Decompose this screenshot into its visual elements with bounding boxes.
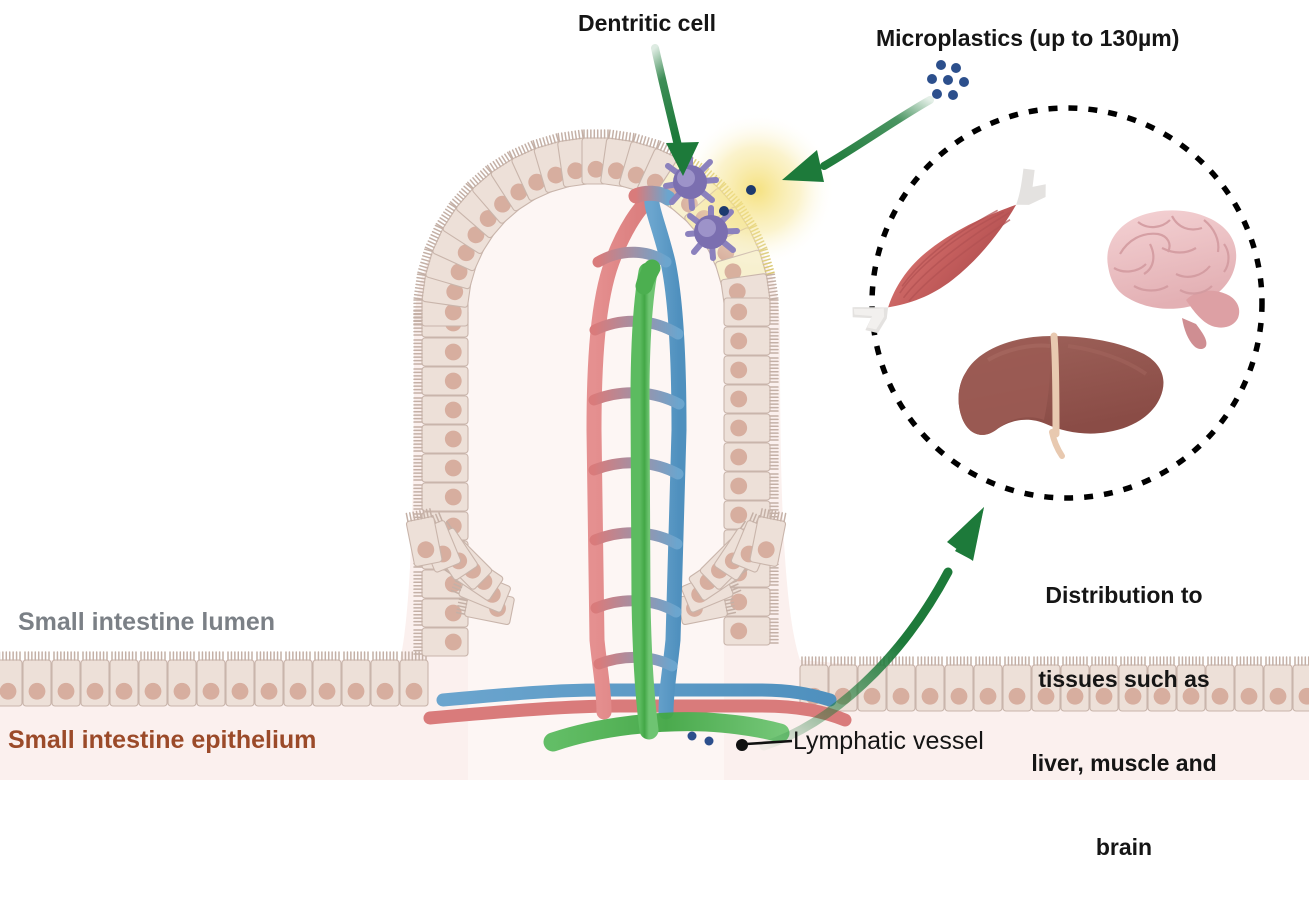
illustration-layer	[0, 44, 1309, 780]
epithelial-cell	[1089, 656, 1119, 712]
epithelial-cell	[424, 224, 485, 272]
epithelial-cell	[0, 651, 23, 707]
lacteal-lymphatic-vessel	[543, 259, 790, 752]
label-distribution-to-tissues: Distribution to tissues such as liver, m…	[1013, 525, 1235, 917]
arrow-up-curved-icon	[759, 507, 984, 751]
label-small-intestine-lumen: Small intestine lumen	[18, 608, 276, 636]
distribution-line-2: tissues such as	[1038, 666, 1210, 692]
epithelial-cell	[723, 326, 779, 356]
epithelial-cell	[1292, 656, 1309, 712]
epithelial-cell	[1060, 656, 1090, 712]
epithelial-cell	[723, 471, 779, 501]
epithelial-cell	[749, 508, 787, 567]
epithelial-cell	[1031, 656, 1061, 712]
epithelial-cell	[80, 651, 110, 707]
organ-muscle-icon	[852, 168, 1046, 334]
arrow-left-icon	[782, 96, 934, 182]
epithelial-cell	[22, 651, 52, 707]
microplastics-in-lymph	[687, 731, 714, 746]
epithelial-cell	[886, 656, 916, 712]
organ-liver-icon	[958, 332, 1164, 459]
epithelial-cell	[109, 651, 139, 707]
distribution-line-1: Distribution to	[1045, 582, 1203, 608]
microplastics-cluster-icon	[927, 60, 969, 100]
epithelial-cell	[413, 297, 469, 327]
epithelial-cell	[51, 651, 81, 707]
label-lymphatic-vessel: Lymphatic vessel	[793, 727, 984, 755]
epithelial-cell	[341, 651, 371, 707]
tissue-distribution-circle	[869, 105, 1265, 501]
epithelial-cell	[723, 297, 779, 327]
epithelial-cell	[413, 627, 469, 657]
epithelial-cell	[405, 508, 443, 567]
epithelial-cell	[312, 651, 342, 707]
epithelial-cell	[225, 651, 255, 707]
epithelial-cell	[723, 384, 779, 414]
epithelial-cell	[370, 651, 400, 707]
leader-line-icon	[736, 739, 793, 751]
epithelial-cell	[413, 366, 469, 396]
epithelial-cell	[1002, 656, 1032, 712]
label-small-intestine-epithelium: Small intestine epithelium	[8, 726, 317, 754]
label-dendritic-cell: Dentritic cell	[578, 10, 717, 36]
epithelial-cell	[1205, 656, 1235, 712]
epithelial-cell	[723, 616, 779, 646]
distribution-line-4: brain	[1095, 834, 1153, 860]
epithelium-left-flat	[0, 651, 429, 707]
epithelial-cell	[283, 651, 313, 707]
epithelial-cell	[413, 482, 469, 512]
organ-brain-icon	[1107, 210, 1240, 349]
epithelial-cell	[1263, 656, 1293, 712]
epithelial-cell	[944, 656, 974, 712]
epithelial-cell	[1147, 656, 1177, 712]
epithelial-cell	[413, 337, 469, 367]
epithelial-cell	[196, 651, 226, 707]
epithelial-cell	[413, 395, 469, 425]
epithelial-cell	[973, 656, 1003, 712]
epithelial-cell	[138, 651, 168, 707]
epithelial-cell	[723, 442, 779, 472]
epithelial-cell	[723, 413, 779, 443]
epithelial-cell	[1176, 656, 1206, 712]
epithelial-cell	[413, 424, 469, 454]
diagram-canvas: Dentritic cell Microplastics (up to 130µ…	[0, 10, 1309, 860]
label-microplastics: Microplastics (up to 130µm)	[876, 25, 1180, 51]
epithelial-cell	[915, 656, 945, 712]
epithelial-cell	[167, 651, 197, 707]
dendritic-cell-1	[663, 155, 719, 211]
epithelial-cell	[1234, 656, 1264, 712]
epithelial-cell	[399, 651, 429, 707]
dendritic-cell-2	[685, 205, 740, 261]
arrow-down-icon	[651, 44, 699, 176]
epithelial-cell	[254, 651, 284, 707]
epithelial-cell	[1118, 656, 1148, 712]
epithelial-cell	[413, 453, 469, 483]
epithelial-cell	[723, 355, 779, 385]
distribution-line-3: liver, muscle and	[1031, 750, 1217, 776]
microplastics-at-uptake	[719, 185, 756, 216]
